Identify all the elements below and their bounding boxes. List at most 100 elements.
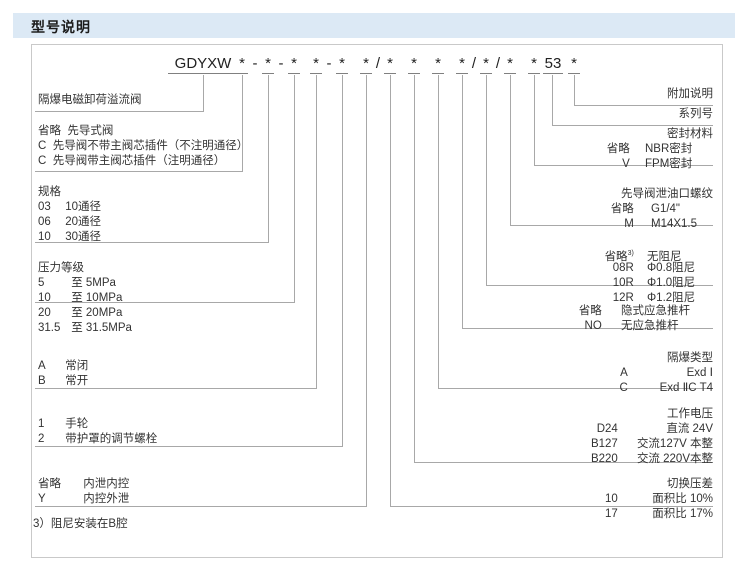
connector-pilot-h [35, 171, 243, 172]
connector-state-v [316, 75, 317, 389]
code-token-11: * [408, 55, 420, 74]
connector-pushrod-v [462, 75, 463, 329]
damping-desc-1: Φ0.8阻尼 [647, 262, 696, 274]
voltage-desc-0: 直流 24V [666, 423, 713, 435]
model-code-prefix: GDYXW [168, 55, 238, 74]
voltage-desc-2: 交流 220V本整 [636, 453, 713, 465]
press-desc-1: 至 10MPa [71, 292, 123, 304]
seal-code-1: V [622, 158, 630, 170]
left-label-drain-1: Y 内控外泄 [38, 491, 129, 508]
right-label-damping-1: 08R Φ0.8阻尼 [473, 260, 713, 277]
code-token-17: * [504, 55, 516, 74]
left-label-spec-0: 03 10通径 [38, 199, 101, 216]
adjust-code-0: 1 [38, 418, 45, 430]
switchdiff-desc-1: 面积比 17% [652, 508, 713, 520]
state-code-1: B [38, 375, 46, 387]
left-label-spec-2: 10 30通径 [38, 229, 101, 246]
code-token-7: * [336, 55, 348, 74]
voltage-code-2: B220 [590, 453, 618, 465]
right-label-explosion-0: A Exd Ⅰ [473, 365, 713, 382]
voltage-desc-1: 交流127V 本整 [636, 438, 713, 450]
left-label-press-0: 5 至 5MPa [38, 275, 116, 292]
left-label-press-3: 31.5 至 31.5MPa [38, 320, 132, 337]
right-title-additional-note: 附加说明 [667, 88, 713, 100]
pushrod-desc-1: 无应急推杆 [621, 320, 679, 332]
right-label-voltage-0: D24 直流 24V [453, 421, 713, 438]
right-title-seal-material: 密封材料 [667, 128, 713, 140]
damping-code-0: 省略 [604, 250, 628, 263]
connector-explosion-h [438, 388, 713, 389]
state-code-0: A [38, 360, 46, 372]
connector-product-name-v [203, 75, 204, 112]
right-title-pilot-drain-thread: 先导阀泄油口螺纹 [621, 188, 713, 200]
pilot-code-1: C [38, 140, 47, 152]
spec-desc-1: 20通径 [65, 216, 101, 228]
right-label-damping-0: 省略3) 无阻尼 [473, 245, 713, 266]
connector-spec-h [35, 242, 269, 243]
left-label-product-name: 隔爆电磁卸荷溢流阀 [38, 94, 142, 106]
pilot-code-2: C [38, 155, 47, 167]
voltage-code-0: D24 [596, 423, 618, 435]
spec-desc-0: 10通径 [65, 201, 101, 213]
connector-series-v [552, 75, 553, 126]
left-label-pilot-0: 省略 先导式阀 [38, 123, 113, 140]
left-label-press-2: 20 至 20MPa [38, 305, 122, 322]
left-label-adjust-1: 2 带护罩的调节螺栓 [38, 431, 157, 448]
connector-pilot-v [242, 75, 243, 172]
damping-desc-0: 无阻尼 [647, 250, 682, 263]
right-label-seal-0: 省略 NBR密封 [473, 141, 713, 158]
switchdiff-code-1: 17 [605, 508, 618, 520]
right-label-thread-1: M M14X1.5 [473, 216, 713, 233]
left-label-state-0: A 常闭 [38, 358, 88, 375]
connector-drain-h [35, 506, 367, 507]
seal-code-0: 省略 [606, 143, 630, 155]
switchdiff-desc-0: 面积比 10% [652, 493, 713, 505]
seal-desc-1: FPM密封 [645, 158, 693, 170]
connector-series-h [552, 125, 713, 126]
right-label-switchdiff-1: 17 面积比 17% [453, 506, 713, 523]
right-label-damping-3: 12R Φ1.2阻尼 [473, 290, 713, 307]
pilot-code-0: 省略 [38, 125, 61, 137]
right-label-voltage-1: B127 交流127V 本整 [453, 436, 713, 453]
code-token-15: * [480, 55, 492, 74]
left-title-pressure: 压力等级 [38, 262, 84, 274]
code-token-20: * [568, 55, 580, 74]
code-token-13: * [456, 55, 468, 74]
adjust-desc-1: 带护罩的调节螺栓 [65, 433, 158, 445]
connector-damping-h [486, 285, 713, 286]
left-label-pilot-2: C 先导阀带主阀芯插件（注明通径） [38, 153, 225, 170]
press-code-3: 31.5 [38, 322, 61, 334]
damping-desc-2: Φ1.0阻尼 [647, 277, 696, 289]
pilot-desc-2: 先导阀带主阀芯插件（注明通径） [52, 155, 226, 167]
code-token-4: * [288, 55, 300, 74]
press-code-0: 5 [38, 277, 45, 289]
damping-code-2: 10R [612, 277, 634, 289]
drain-desc-1: 内控外泄 [83, 493, 130, 505]
right-label-pushrod-0: 省略 隐式应急推杆 [453, 303, 713, 320]
connector-explosion-v [438, 75, 439, 389]
adjust-desc-0: 手轮 [65, 418, 89, 430]
explosion-code-0: A [620, 367, 628, 379]
code-token-10: * [384, 55, 396, 74]
section-header-bar: 型号说明 [9, 13, 735, 38]
right-label-thread-0: 省略 G1/4" [473, 201, 713, 218]
header-accent [9, 13, 13, 38]
press-desc-3: 至 31.5MPa [71, 322, 132, 334]
pushrod-code-0: 省略 [578, 305, 602, 317]
diagram-frame [31, 44, 723, 558]
code-sep-1: - [252, 55, 258, 72]
pushrod-code-1: NO [584, 320, 602, 332]
press-code-2: 20 [38, 307, 51, 319]
right-title-working-voltage: 工作电压 [667, 408, 713, 420]
code-token-8: * [360, 55, 372, 74]
connector-adjust-h [35, 446, 343, 447]
right-label-pushrod-1: NO 无应急推杆 [453, 318, 713, 335]
code-sep-9: / [375, 55, 381, 72]
press-desc-0: 至 5MPa [71, 277, 116, 289]
connector-state-h [35, 388, 317, 389]
left-label-pilot-1: C 先导阀不带主阀芯插件（不注明通径） [38, 138, 248, 155]
explosion-code-1: C [619, 382, 628, 394]
state-desc-1: 常开 [65, 375, 89, 387]
code-token-series: 53 [543, 55, 563, 74]
